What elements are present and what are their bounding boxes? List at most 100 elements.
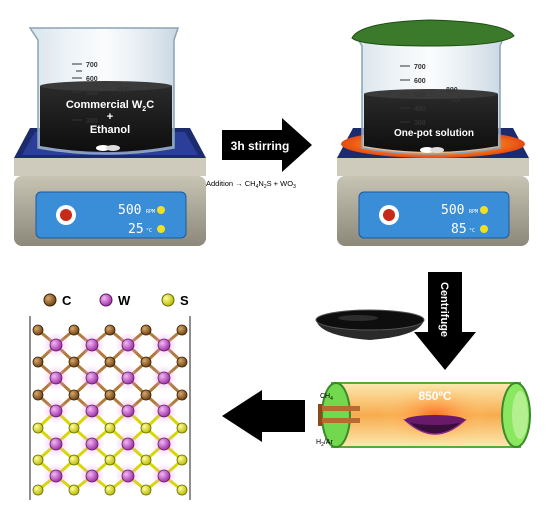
tungsten-atom (121, 338, 135, 352)
sulfur-atom (32, 484, 44, 496)
big-volume-mark-2: 800 (446, 87, 458, 94)
beaker-label-ethanol: Ethanol (90, 124, 130, 136)
stirring-arrow: 3h stirring (222, 118, 312, 172)
tungsten-atom (121, 371, 135, 385)
sulfur-atom (140, 422, 152, 434)
gas-inlet (318, 404, 360, 426)
tick-600-b: 600 (414, 78, 426, 85)
tungsten-atom (85, 404, 99, 418)
sulfur-atom (68, 422, 80, 434)
tube-furnace: 850ºC (321, 382, 531, 448)
tick-700-b: 700 (414, 64, 426, 71)
sulfur-atom (176, 484, 188, 496)
carbon-atom (104, 389, 116, 401)
sulfur-atom (32, 422, 44, 434)
volume-unit: ml (452, 97, 460, 104)
carbon-atom (176, 356, 188, 368)
tick-400: 400 (86, 104, 98, 111)
tick-500-b: 500 (414, 92, 426, 99)
carbon-atom (176, 324, 188, 336)
tick-400-b: 400 (414, 106, 426, 113)
sulfur-atom (140, 484, 152, 496)
tungsten-atom (157, 437, 171, 451)
sulfur-atom (140, 454, 152, 466)
tungsten-atom (85, 469, 99, 483)
rpm-button[interactable] (157, 206, 165, 214)
tungsten-atom (85, 338, 99, 352)
solution-label: One-pot solution (394, 128, 474, 139)
sulfur-atom (104, 422, 116, 434)
temp-readout: 25 (128, 222, 144, 237)
big-volume-mark: 600 (118, 87, 130, 94)
legend-w-dot (99, 293, 113, 307)
legend-c-label: C (62, 293, 72, 308)
rpm-readout-2: 500 (441, 203, 464, 218)
carbon-atom (68, 324, 80, 336)
beaker-label-line1: Commercial W2C (66, 99, 154, 113)
tungsten-atom (157, 371, 171, 385)
stirring-label: 3h stirring (231, 139, 290, 153)
tick-500: 500 (86, 90, 98, 97)
tungsten-atom (121, 469, 135, 483)
furnace-temperature: 850ºC (418, 389, 451, 403)
carbon-atom (104, 356, 116, 368)
temp-button[interactable] (157, 225, 165, 233)
tick-600: 600 (86, 76, 98, 83)
tungsten-atom (49, 469, 63, 483)
sulfur-atom (68, 484, 80, 496)
tungsten-atom (157, 404, 171, 418)
temp-unit-2: °C (469, 228, 475, 234)
control-panel (35, 191, 187, 239)
carbon-atom (140, 389, 152, 401)
step2-beaker: 700 600 500 400 300 800 ml One-pot solut… (351, 19, 515, 155)
rpm-button-2[interactable] (480, 206, 488, 214)
tungsten-atom (157, 469, 171, 483)
tungsten-atom (121, 437, 135, 451)
carbon-atom (68, 356, 80, 368)
temp-readout-2: 85 (451, 222, 467, 237)
centrifuge-arrow: Centrifuge (414, 272, 476, 370)
carbon-atom (68, 389, 80, 401)
carbon-atom (32, 356, 44, 368)
tungsten-atom (85, 371, 99, 385)
tungsten-atom (85, 437, 99, 451)
step1-beaker: 700 600 500 400 300 600 Commercial W2C +… (28, 27, 180, 155)
rpm-unit: RPM (146, 209, 155, 215)
hotplate-rim (14, 158, 206, 176)
legend-s-dot (161, 293, 175, 307)
sulfur-atom (176, 422, 188, 434)
tick-300: 300 (86, 118, 98, 125)
tick-300-b: 300 (414, 120, 426, 127)
parafilm-cover (351, 19, 515, 47)
carbon-atom (104, 324, 116, 336)
centrifuge-label: Centrifuge (438, 282, 450, 337)
atom-legend: C W S (43, 293, 189, 308)
sulfur-atom (32, 454, 44, 466)
legend-c-dot (43, 293, 57, 307)
legend-s-label: S (180, 293, 189, 308)
temp-button-2[interactable] (480, 225, 488, 233)
tungsten-atom (49, 437, 63, 451)
tungsten-atom (49, 404, 63, 418)
sulfur-atom (104, 454, 116, 466)
temp-unit: °C (146, 228, 152, 234)
beaker-label-plus: + (107, 111, 113, 123)
carbon-atom (140, 324, 152, 336)
carbon-atom (176, 389, 188, 401)
tungsten-atom (49, 338, 63, 352)
tick-700: 700 (86, 62, 98, 69)
powder-dish (315, 309, 425, 340)
sulfur-atom (68, 454, 80, 466)
tungsten-atom (49, 371, 63, 385)
carbon-atom (32, 324, 44, 336)
black-suspension (40, 86, 172, 152)
addition-label: Addition → CH4N2S + WO3 (206, 179, 296, 190)
crystal-structure (29, 316, 191, 500)
carbon-atom (140, 356, 152, 368)
rpm-readout: 500 (118, 203, 141, 218)
legend-w-label: W (118, 293, 131, 308)
carbon-atom (32, 389, 44, 401)
stir-bar-icon-2 (420, 147, 444, 153)
tungsten-atom (121, 404, 135, 418)
